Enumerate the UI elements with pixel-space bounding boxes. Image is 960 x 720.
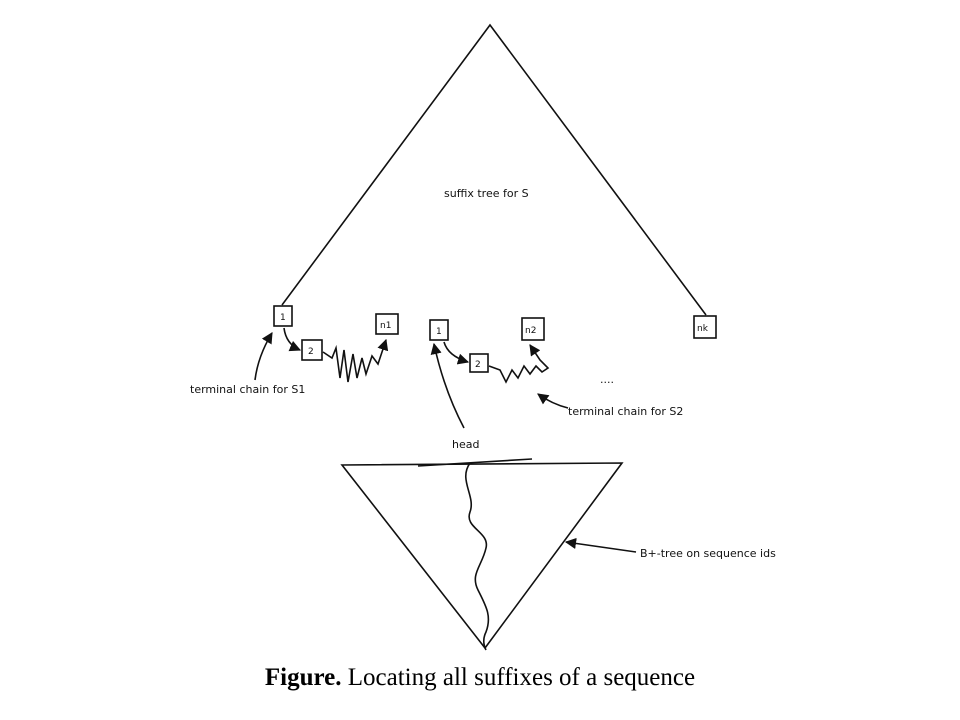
bplus-tree-search-path <box>464 462 490 651</box>
last-chain-box <box>693 315 717 339</box>
head-arrow <box>430 342 465 429</box>
chain1-last-box-label: n1 <box>380 321 391 331</box>
chain1-link-arrow <box>283 327 302 352</box>
suffix-tree-label: suffix tree for S <box>444 187 529 200</box>
figure-caption: Figure. Locating all suffixes of a seque… <box>0 664 960 692</box>
chain2-last-box <box>521 317 545 341</box>
chain2-second-box <box>469 353 489 373</box>
figure-caption-label: Figure. <box>264 664 342 691</box>
figure-caption-text: Locating all suffixes of a sequence <box>347 664 696 691</box>
head-label: head <box>452 438 479 451</box>
last-chain-box-label: nk <box>697 324 709 334</box>
chain2-link-arrow <box>443 341 470 365</box>
terminal-chain-s2-label: terminal chain for S2 <box>568 405 683 418</box>
chain2-zigzag <box>488 344 550 384</box>
chain2-first-box-label: 1 <box>436 327 442 337</box>
chain2-second-box-label: 2 <box>475 360 481 370</box>
terminal-chain-s2-arrow <box>537 393 569 409</box>
terminal-chain-s1-arrow <box>254 332 273 381</box>
bplus-tree-label: B+-tree on sequence ids <box>640 547 776 560</box>
chain1-zigzag <box>322 338 389 383</box>
chain1-second-box-label: 2 <box>308 347 314 357</box>
terminal-chain-s1-label: terminal chain for S1 <box>190 383 305 396</box>
bplus-tree-arrow <box>564 537 637 553</box>
chain2-first-box <box>429 319 449 341</box>
bplus-tree-outline <box>340 462 624 650</box>
chain2-last-box-label: n2 <box>525 326 536 336</box>
chain1-last-box <box>375 313 399 335</box>
chain1-first-box-label: 1 <box>280 313 286 323</box>
chain-ellipsis: .... <box>600 373 614 386</box>
chain1-first-box <box>273 305 293 327</box>
bplus-tree-top-edge <box>417 458 533 467</box>
suffix-tree-outline <box>281 23 707 316</box>
chain1-second-box <box>301 339 323 361</box>
